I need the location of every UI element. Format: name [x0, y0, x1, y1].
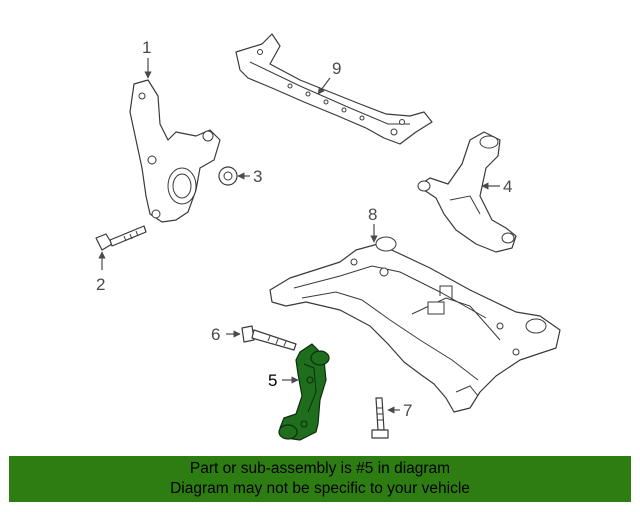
banner-line-2: Diagram may not be specific to your vehi… [170, 480, 470, 497]
part-8-subframe [269, 236, 561, 413]
part-2-bolt [95, 225, 147, 251]
callout-1: 1 [142, 38, 151, 57]
part-5-bracket-highlighted [278, 343, 330, 441]
info-banner: Part or sub-assembly is #5 in diagram Di… [9, 456, 631, 502]
leader-9 [317, 77, 331, 95]
part-9-crossmember [235, 33, 433, 145]
parts-diagram: 1 2 3 4 5 6 7 8 9 [95, 33, 561, 441]
part-4-lower-control-arm [417, 131, 517, 253]
callout-2: 2 [96, 275, 105, 294]
banner-line-1: Part or sub-assembly is #5 in diagram [189, 460, 451, 477]
callout-9: 9 [332, 59, 341, 78]
part-3-bushing [218, 166, 238, 186]
callout-6: 6 [211, 325, 220, 344]
callout-5: 5 [268, 371, 277, 390]
part-1-knuckle [129, 79, 221, 223]
callout-3: 3 [253, 167, 262, 186]
callout-7: 7 [403, 401, 412, 420]
part-6-bolt [241, 325, 297, 351]
part-7-bolt [371, 397, 389, 439]
callout-8: 8 [368, 205, 377, 224]
callout-4: 4 [503, 177, 512, 196]
